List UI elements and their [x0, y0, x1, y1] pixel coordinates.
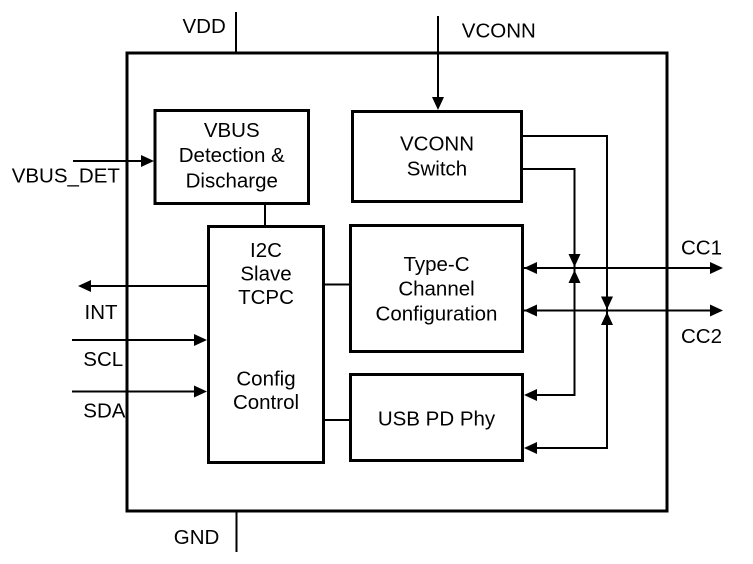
svg-text:I2C: I2C — [250, 239, 282, 262]
svg-text:Type-C: Type-C — [403, 253, 469, 276]
svg-text:INT: INT — [85, 301, 119, 324]
svg-text:USB PD Phy: USB PD Phy — [378, 408, 496, 431]
svg-text:GND: GND — [174, 526, 220, 549]
svg-text:Detection &: Detection & — [179, 144, 285, 167]
svg-text:Channel: Channel — [398, 278, 474, 301]
svg-text:VBUS: VBUS — [204, 119, 260, 142]
svg-text:VBUS_DET: VBUS_DET — [12, 164, 121, 187]
svg-text:TCPC: TCPC — [238, 286, 294, 309]
svg-text:CC1: CC1 — [681, 237, 722, 260]
svg-text:SCL: SCL — [83, 348, 123, 371]
svg-text:SDA: SDA — [83, 400, 125, 423]
svg-text:Control: Control — [233, 391, 299, 414]
svg-text:CC2: CC2 — [681, 325, 722, 348]
svg-text:VCONN: VCONN — [400, 133, 474, 156]
svg-text:Slave: Slave — [240, 263, 291, 286]
svg-text:Discharge: Discharge — [186, 170, 278, 193]
svg-text:VDD: VDD — [183, 15, 226, 38]
svg-text:Configuration: Configuration — [376, 303, 498, 326]
svg-text:Switch: Switch — [407, 158, 467, 181]
svg-text:VCONN: VCONN — [462, 20, 536, 43]
svg-text:Config: Config — [236, 368, 295, 391]
